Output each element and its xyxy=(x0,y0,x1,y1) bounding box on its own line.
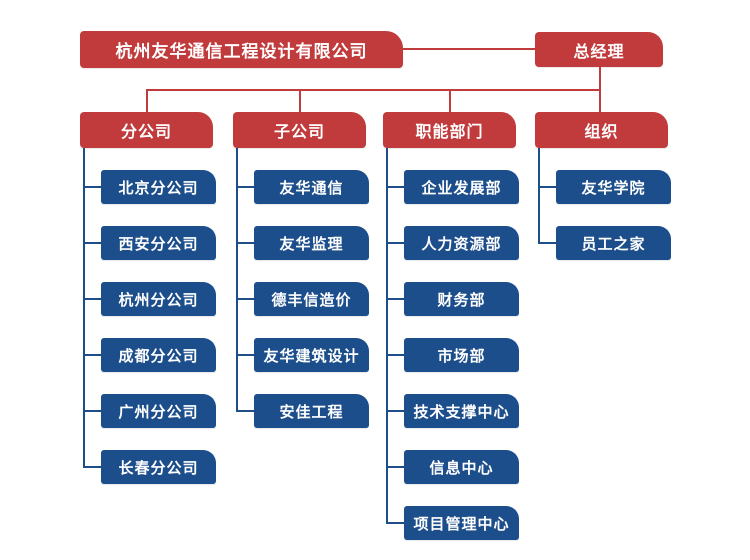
column-header-1: 分公司 xyxy=(80,112,213,148)
connector-child-stub xyxy=(236,242,254,244)
org-node: 友华学院 xyxy=(556,170,671,204)
connector-child-stub xyxy=(236,186,254,188)
org-node: 德丰信造价 xyxy=(254,282,369,316)
connector-stub xyxy=(146,89,148,113)
connector-branch-horizontal xyxy=(146,89,601,91)
org-node: 技术支撑中心 xyxy=(404,394,519,428)
org-node: 西安分公司 xyxy=(101,226,216,260)
connector-child-stub xyxy=(538,186,556,188)
org-node: 友华监理 xyxy=(254,226,369,260)
column-header-3: 职能部门 xyxy=(383,112,516,148)
org-node: 企业发展部 xyxy=(404,170,519,204)
connector-column-vertical xyxy=(386,148,388,524)
column-header-4: 组织 xyxy=(535,112,668,148)
connector-child-stub xyxy=(236,298,254,300)
connector-child-stub xyxy=(83,354,101,356)
connector-child-stub xyxy=(386,186,404,188)
connector-child-stub xyxy=(236,410,254,412)
connector-child-stub xyxy=(83,466,101,468)
node-general-manager: 总经理 xyxy=(535,32,663,67)
connector-column-vertical xyxy=(236,148,238,412)
org-node: 信息中心 xyxy=(404,450,519,484)
connector-child-stub xyxy=(83,186,101,188)
org-node: 财务部 xyxy=(404,282,519,316)
org-node: 友华通信 xyxy=(254,170,369,204)
org-node: 成都分公司 xyxy=(101,338,216,372)
org-node: 友华建筑设计 xyxy=(254,338,369,372)
org-node: 人力资源部 xyxy=(404,226,519,260)
connector-child-stub xyxy=(236,354,254,356)
org-node: 北京分公司 xyxy=(101,170,216,204)
connector-child-stub xyxy=(386,466,404,468)
connector-child-stub xyxy=(386,242,404,244)
org-node: 员工之家 xyxy=(556,226,671,260)
org-node: 项目管理中心 xyxy=(404,506,519,540)
connector-child-stub xyxy=(386,354,404,356)
connector-child-stub xyxy=(83,410,101,412)
connector-child-stub xyxy=(83,298,101,300)
connector-child-stub xyxy=(83,242,101,244)
column-header-2: 子公司 xyxy=(233,112,366,148)
connector-column-vertical xyxy=(538,148,540,244)
node-company-root: 杭州友华通信工程设计有限公司 xyxy=(80,31,403,68)
org-node: 安佳工程 xyxy=(254,394,369,428)
connector-child-stub xyxy=(538,242,556,244)
connector-stub xyxy=(449,89,451,113)
org-node: 市场部 xyxy=(404,338,519,372)
org-node: 杭州分公司 xyxy=(101,282,216,316)
connector-child-stub xyxy=(386,298,404,300)
org-node: 长春分公司 xyxy=(101,450,216,484)
connector-stub xyxy=(299,89,301,113)
org-node: 广州分公司 xyxy=(101,394,216,428)
connector-column-vertical xyxy=(83,148,85,468)
connector-company-to-manager xyxy=(403,48,535,50)
connector-child-stub xyxy=(386,410,404,412)
connector-child-stub xyxy=(386,522,404,524)
